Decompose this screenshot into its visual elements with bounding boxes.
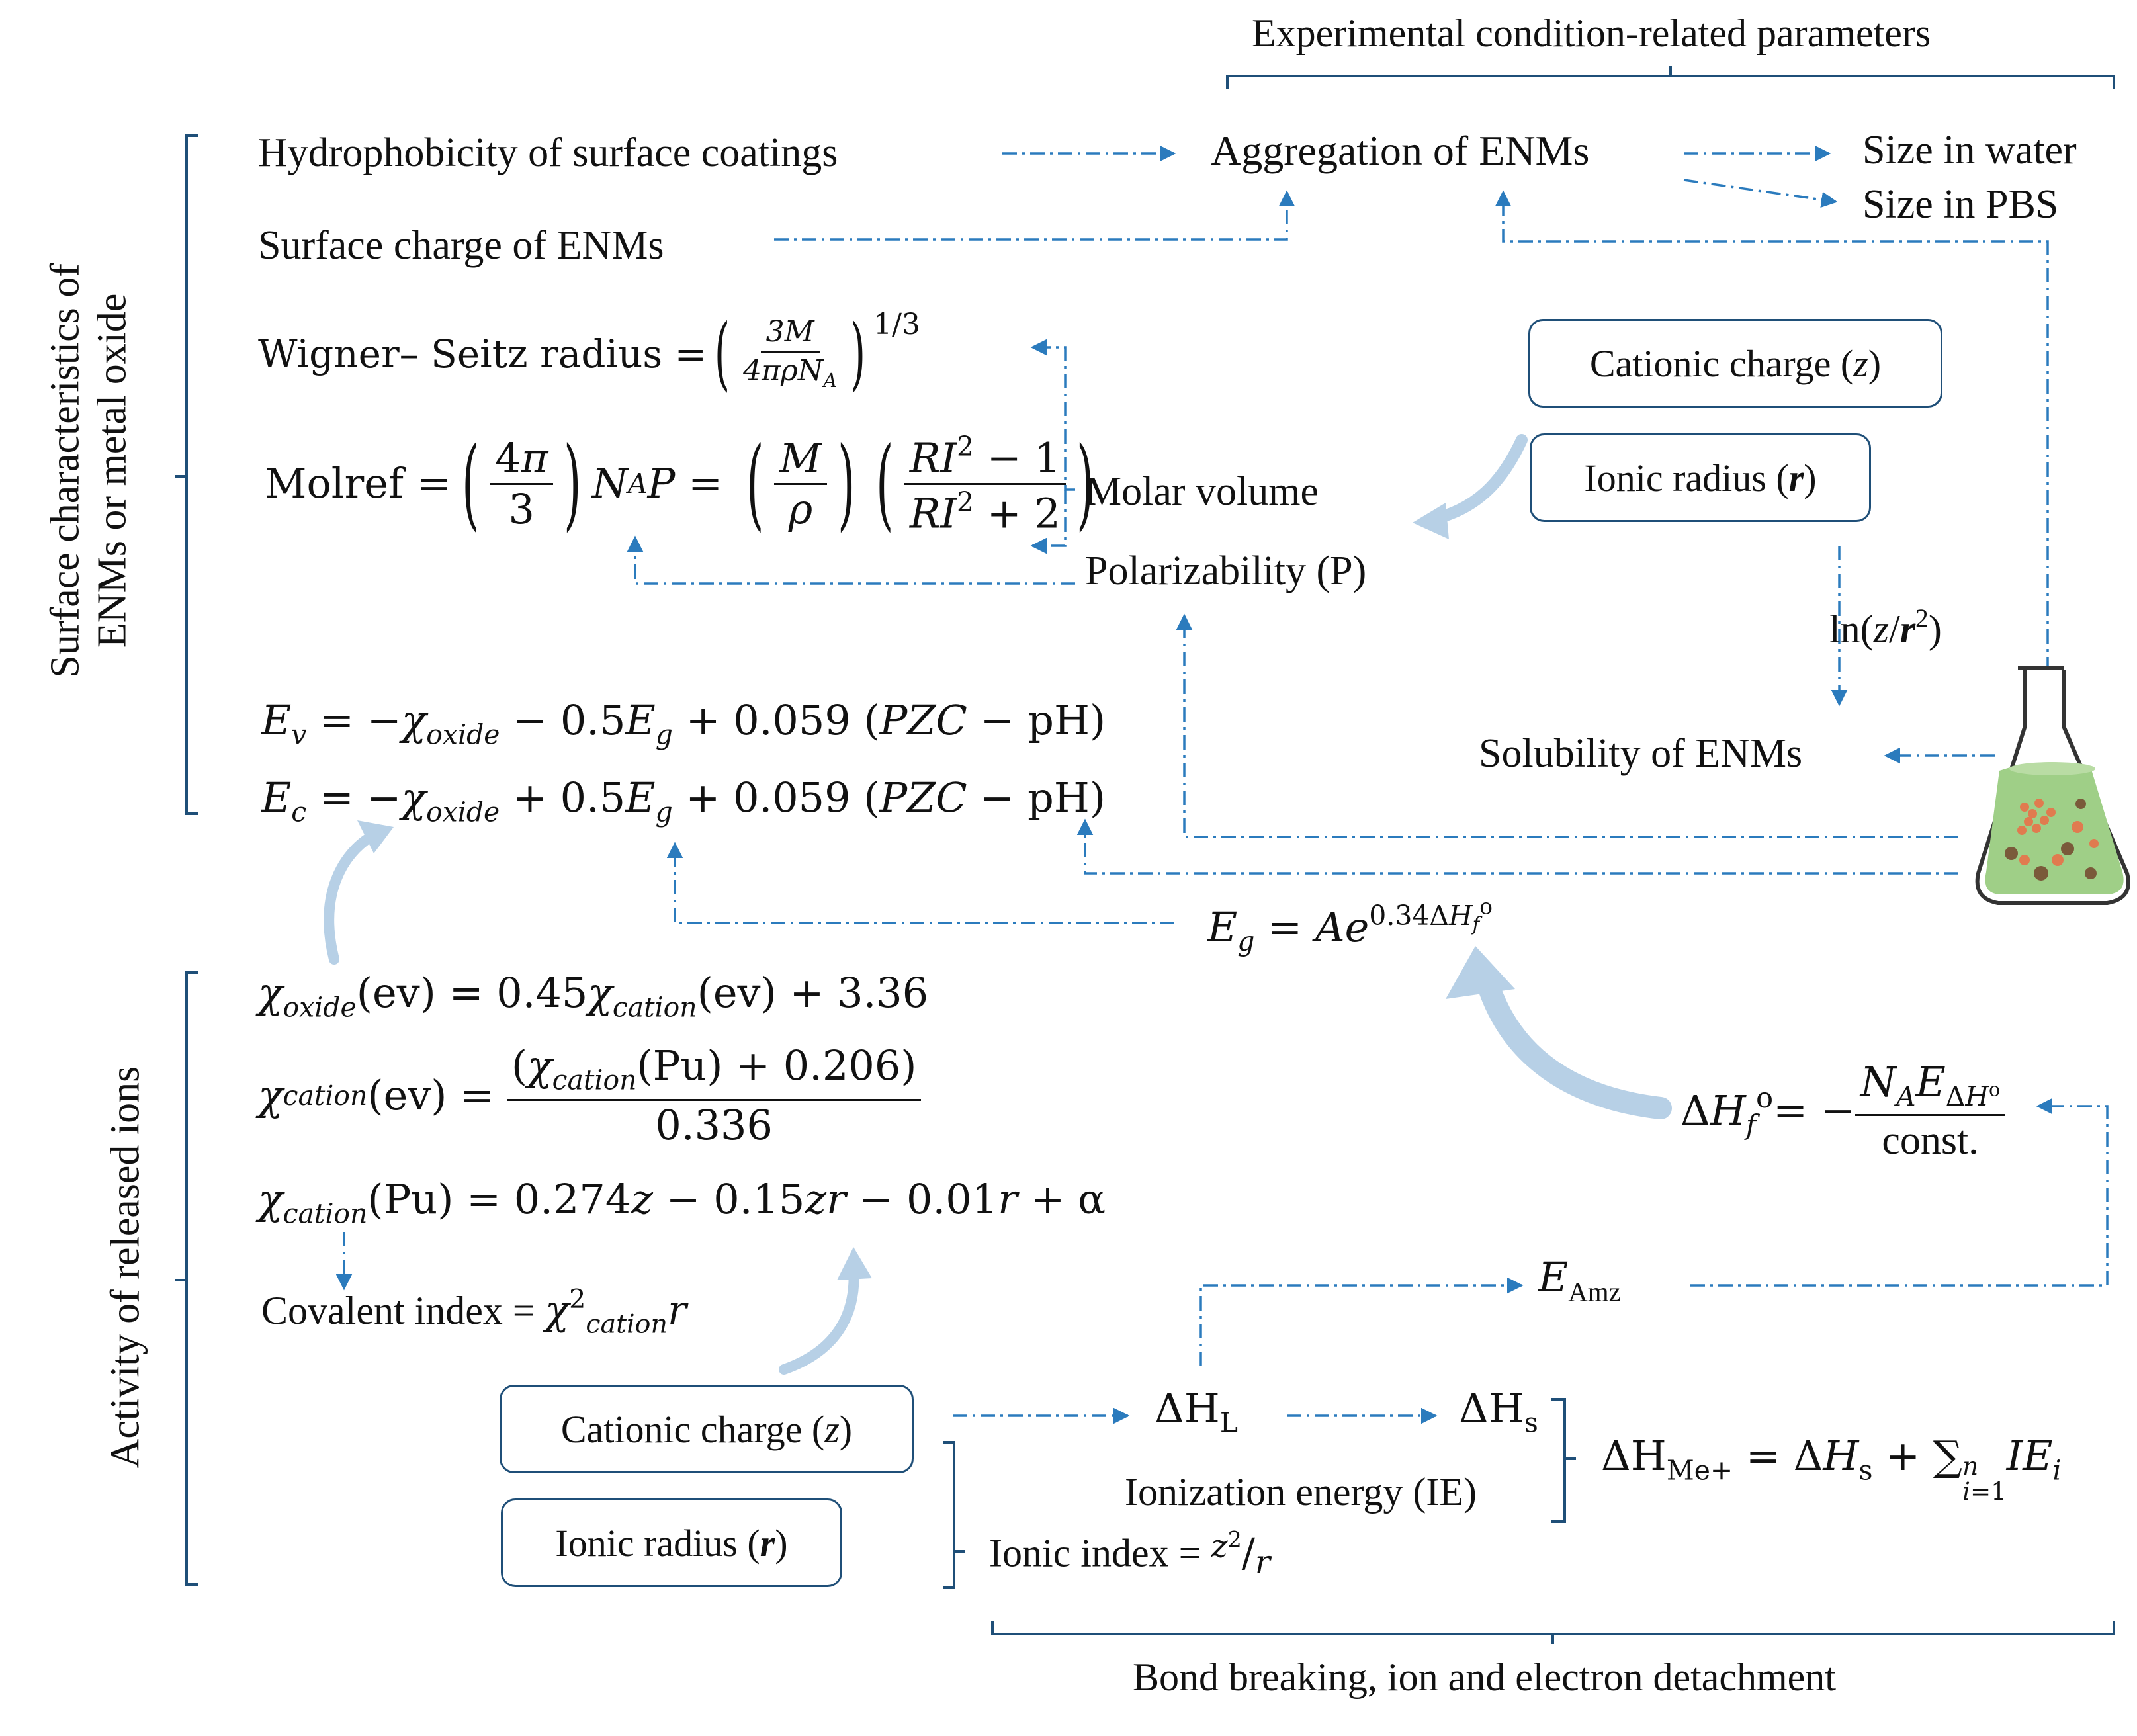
arrow-eamz-dhf [1690, 1098, 2109, 1287]
wigner-seitz-equation: Wigner– Seitz radius = ( 3M 4πρNA ) 1/3 [258, 308, 920, 400]
arrow-charge-aggregation [774, 190, 1295, 241]
dhl-label: ΔHL [1155, 1384, 1239, 1439]
curve-head-eg [1446, 946, 1515, 999]
chi-oxide-equation: χoxide(ev) = 0.45χcation(ev) + 3.36 [258, 969, 929, 1023]
aggregation-label: Aggregation of ENMs [1211, 127, 1590, 174]
curve-arrow-ions-to-ev [324, 832, 376, 965]
ionic-radius-box-bottom: Ionic radius (r) [501, 1498, 842, 1587]
eg-equation: Eg = Ae0.34ΔHfo [1207, 894, 1493, 958]
curve-head-chi [837, 1247, 872, 1280]
ionic-index-bracket [943, 1441, 965, 1589]
arrow-molar-wigner [1030, 339, 1075, 491]
arrow-eg-ev [666, 842, 1174, 924]
surface-side-label-line2: ENMs or metal oxide [90, 293, 135, 648]
size-water-label: Size in water [1862, 128, 2077, 173]
chi-cation-pu-equation: χcation(Pu) = 0.274z − 0.15zr − 0.01r + … [258, 1175, 1106, 1230]
arrow-molar-molref [1030, 490, 1067, 554]
surface-charge-label: Surface charge of ENMs [258, 223, 664, 268]
ev-equation: Ev = −χoxide − 0.5Eg + 0.059 (PZC − pH) [261, 696, 1106, 751]
flask-icon [1975, 666, 2130, 905]
arrow-dhl-eamz [1199, 1277, 1524, 1366]
ions-side-label: Activity of released ions [103, 1066, 148, 1469]
top-header-bracket [1226, 66, 2115, 89]
arrow-agg-pbs [1683, 179, 1838, 208]
bottom-header-bracket [991, 1621, 2115, 1644]
ionic-index-equation: Ionic index = z2/r [989, 1526, 1270, 1581]
ie-bracket [1551, 1398, 1576, 1523]
curve-arrow-cationic-to-molar [1426, 434, 1528, 525]
surface-bracket [175, 134, 198, 815]
ln-z-r2-label: ln(z/r2) [1829, 603, 1942, 651]
ionic-radius-box-top: Ionic radius (r) [1530, 433, 1871, 522]
top-header: Experimental condition-related parameter… [1252, 11, 1931, 55]
arrow-flask-ec [1076, 818, 1958, 875]
size-pbs-label: Size in PBS [1862, 182, 2059, 227]
cationic-charge-box-top: Cationic charge (z) [1528, 319, 1942, 408]
cationic-charge-box-bottom: Cationic charge (z) [500, 1385, 914, 1473]
arrow-flask-polar [1176, 613, 1958, 838]
curve-head-ev [357, 820, 394, 853]
ionization-energy-label: Ionization energy (IE) [1125, 1470, 1477, 1514]
dhf-equation: ΔHfo= − NAEΔHo const. [1680, 1062, 2006, 1161]
molar-volume-label: Molar volume [1085, 469, 1319, 514]
arrow-polar-molref [627, 535, 1075, 585]
curve-arrow-ions-to-chi [779, 1262, 859, 1375]
arrow-flask-aggregation [1495, 190, 2049, 672]
polarizability-label: Polarizability (P) [1085, 548, 1367, 593]
dhs-label: ΔHs [1459, 1384, 1538, 1439]
ions-bracket [175, 971, 198, 1586]
hydrophobicity-label: Hydrophobicity of surface coatings [258, 130, 838, 175]
bottom-header: Bond breaking, ion and electron detachme… [1133, 1655, 1836, 1699]
solubility-label: Solubility of ENMs [1479, 731, 1803, 776]
ec-equation: Ec = −χoxide + 0.5Eg + 0.059 (PZC − pH) [261, 773, 1106, 828]
surface-side-label-line1: Surface characteristics of [42, 263, 88, 678]
e-amz-label: EAmz [1538, 1253, 1621, 1307]
curve-arrow-dhf-to-eg [1474, 965, 1672, 1119]
curve-head-molar [1413, 503, 1449, 539]
covalent-index-equation: Covalent index = χ2cationr [261, 1284, 687, 1340]
